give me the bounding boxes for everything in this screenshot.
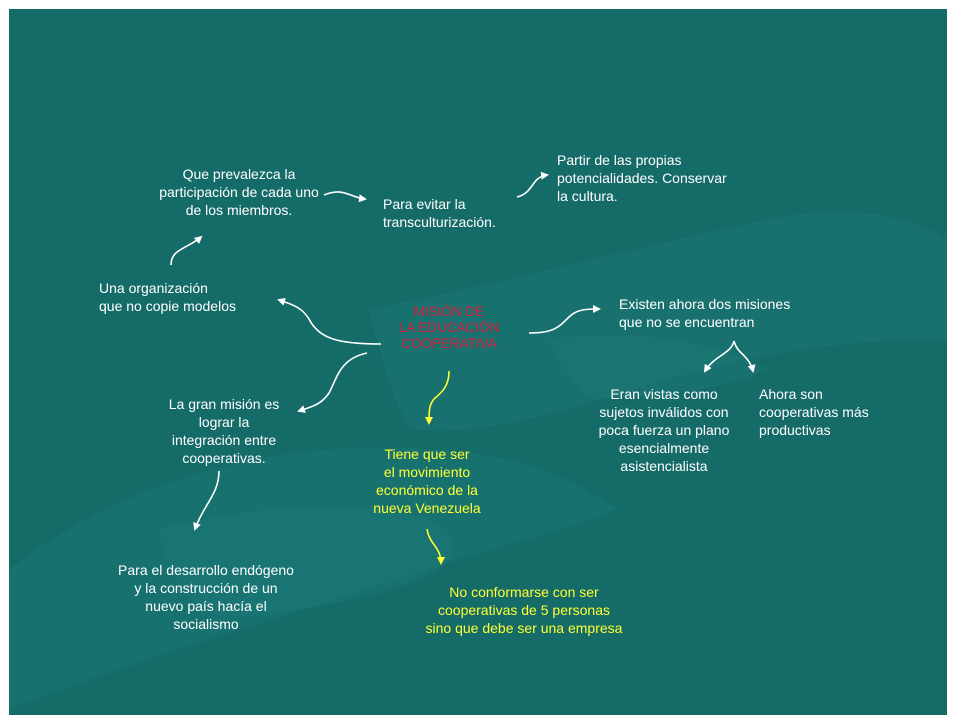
node-movimiento: Tiene que ser el movimiento económico de… bbox=[373, 446, 481, 516]
node-transculturizacion: Para evitar la transculturización. bbox=[383, 196, 496, 230]
node-productivas: Ahora son cooperativas más productivas bbox=[759, 386, 869, 438]
handshake-watermark bbox=[9, 211, 947, 709]
arrow-movimiento-to-conformarse bbox=[426, 528, 445, 565]
node-organizacion: Una organización que no copie modelos bbox=[99, 280, 236, 314]
arrow-center-to-integracion bbox=[297, 352, 368, 413]
node-invalidos: Eran vistas como sujetos inválidos con p… bbox=[598, 386, 730, 474]
node-dos-misiones: Existen ahora dos misiones que no se enc… bbox=[619, 296, 791, 330]
arrow-dos-misiones-to-invalidos bbox=[703, 340, 735, 373]
slide-background: MISIÓN DE LA EDUCACIÓN COOPERATIVA Que p… bbox=[9, 9, 947, 715]
center-title: MISIÓN DE LA EDUCACIÓN COOPERATIVA bbox=[398, 304, 500, 351]
arrow-center-to-movimiento bbox=[425, 370, 450, 425]
arrow-dos-misiones-to-productivas bbox=[733, 340, 756, 373]
connector-arrows bbox=[170, 171, 756, 565]
arrow-organizacion-to-prevalezca bbox=[170, 235, 203, 266]
arrow-center-to-dos-misiones bbox=[528, 305, 601, 334]
arrow-center-to-organizacion bbox=[277, 297, 382, 345]
arrow-transculturizacion-to-potencialidades bbox=[516, 171, 549, 198]
node-prevalezca: Que prevalezca la participación de cada … bbox=[159, 166, 319, 218]
node-endogeno: Para el desarrollo endógeno y la constru… bbox=[118, 562, 294, 632]
arrow-prevalezca-to-transculturizacion bbox=[323, 191, 367, 203]
arrow-integracion-to-endogeno bbox=[193, 470, 220, 531]
node-potencialidades: Partir de las propias potencialidades. C… bbox=[557, 152, 727, 204]
node-integracion: La gran misión es lograr la integración … bbox=[168, 396, 280, 466]
node-conformarse: No conformarse con ser cooperativas de 5… bbox=[425, 584, 623, 636]
